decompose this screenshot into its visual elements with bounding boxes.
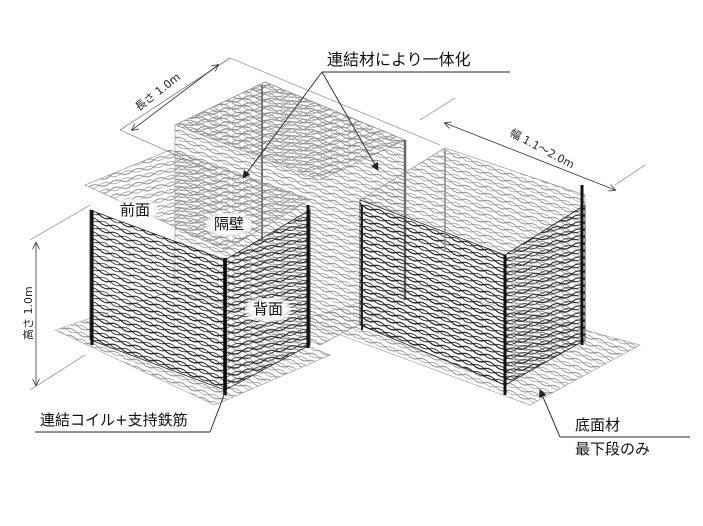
- dimension-lines: [29, 57, 646, 391]
- callout-base-label: 底面材: [575, 416, 621, 434]
- callout-base-note: 最下段のみ: [575, 440, 651, 458]
- front-left-basket: [84, 149, 311, 395]
- callout-coil-label: 連結コイル+支持鉄筋: [40, 411, 188, 429]
- face-front-label: 前面: [112, 199, 159, 222]
- callout-joining-label: 連結材により一体化: [327, 50, 471, 69]
- face-back-label: 背面: [245, 298, 292, 321]
- right-basket: [359, 147, 586, 395]
- leader-lines: [35, 71, 690, 438]
- dimension-height-label: 高さ 1.0m: [22, 286, 35, 340]
- face-partition-label: 隔壁: [206, 213, 253, 236]
